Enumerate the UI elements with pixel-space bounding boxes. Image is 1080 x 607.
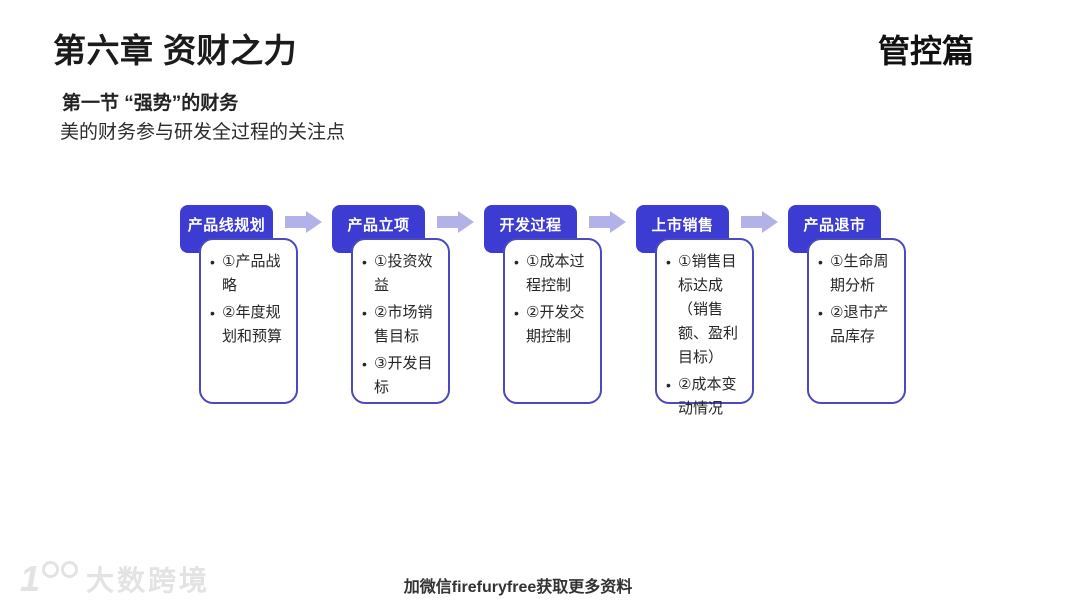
bullet-item: ①销售目标达成（销售额、盈利目标） bbox=[665, 250, 748, 370]
arrow-right-icon bbox=[741, 211, 778, 233]
watermark-logo: 1 bbox=[20, 561, 79, 597]
stage-column-3: 开发过程 ①成本过程控制 ②开发交期控制 bbox=[484, 205, 636, 415]
section-subheading: 美的财务参与研发全过程的关注点 bbox=[60, 122, 346, 143]
watermark: 1 大数跨境 bbox=[20, 559, 210, 599]
bullet-item: ①生命周期分析 bbox=[817, 250, 900, 298]
arrow-right-icon bbox=[285, 211, 322, 233]
bullet-item: ②开发交期控制 bbox=[513, 301, 596, 349]
stage-column-5: 产品退市 ①生命周期分析 ②退市产品库存 bbox=[788, 205, 940, 415]
page-title: 第六章 资财之力 bbox=[53, 32, 298, 69]
corner-label: 管控篇 bbox=[877, 33, 974, 69]
stage-bullet-list: ①销售目标达成（销售额、盈利目标） ②成本变动情况 bbox=[665, 250, 748, 421]
arrow-right-icon bbox=[437, 211, 474, 233]
bullet-item: ②退市产品库存 bbox=[817, 301, 900, 349]
bullet-item: ①成本过程控制 bbox=[513, 250, 596, 298]
stage-bullet-list: ①成本过程控制 ②开发交期控制 bbox=[513, 250, 596, 349]
bullet-item: ③开发目标 bbox=[361, 352, 444, 400]
stage-card: ①成本过程控制 ②开发交期控制 bbox=[503, 238, 602, 404]
stage-column-2: 产品立项 ①投资效益 ②市场销售目标 ③开发目标 bbox=[332, 205, 484, 415]
bullet-item: ②成本变动情况 bbox=[665, 373, 748, 421]
footer-note: 加微信firefuryfree获取更多资料 bbox=[403, 579, 633, 596]
section-heading: 第一节 “强势”的财务 bbox=[62, 93, 239, 114]
watermark-text: 大数跨境 bbox=[86, 565, 211, 596]
stage-bullet-list: ①投资效益 ②市场销售目标 ③开发目标 bbox=[361, 250, 444, 400]
stage-column-4: 上市销售 ①销售目标达成（销售额、盈利目标） ②成本变动情况 bbox=[636, 205, 788, 417]
bullet-item: ②年度规划和预算 bbox=[209, 301, 292, 349]
stage-card: ①投资效益 ②市场销售目标 ③开发目标 bbox=[351, 238, 450, 404]
bullet-item: ②市场销售目标 bbox=[361, 301, 444, 349]
stage-card: ①产品战略 ②年度规划和预算 bbox=[199, 238, 298, 404]
bullet-item: ①产品战略 bbox=[209, 250, 292, 298]
bullet-item: ①投资效益 bbox=[361, 250, 444, 298]
stage-bullet-list: ①生命周期分析 ②退市产品库存 bbox=[817, 250, 900, 349]
stage-column-1: 产品线规划 ①产品战略 ②年度规划和预算 bbox=[180, 205, 332, 415]
stage-bullet-list: ①产品战略 ②年度规划和预算 bbox=[209, 250, 292, 349]
arrow-right-icon bbox=[589, 211, 626, 233]
stage-card: ①销售目标达成（销售额、盈利目标） ②成本变动情况 bbox=[655, 238, 754, 417]
flow-diagram: 产品线规划 ①产品战略 ②年度规划和预算 产品立项 ①投资效益 ②市场销售目标 … bbox=[180, 205, 920, 417]
stage-card: ①生命周期分析 ②退市产品库存 bbox=[807, 238, 906, 404]
